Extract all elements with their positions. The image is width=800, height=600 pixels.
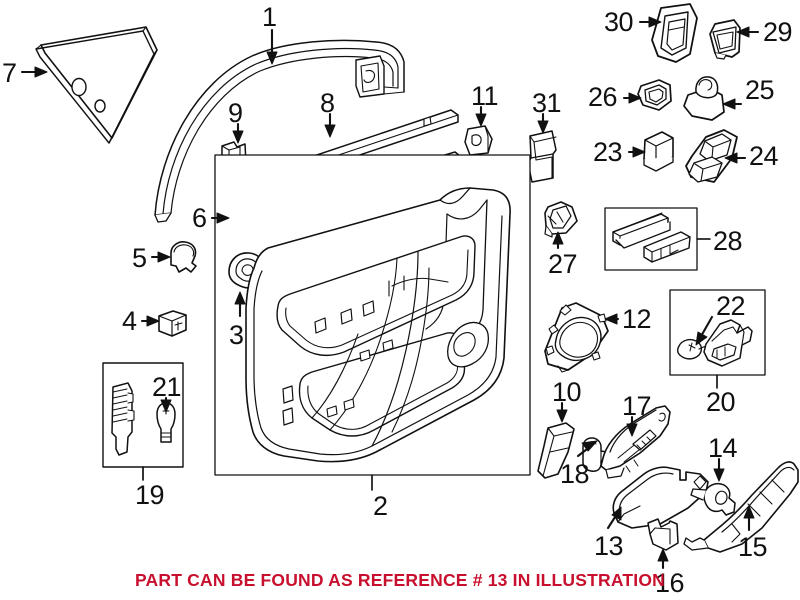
callout-6: 6 bbox=[192, 203, 207, 233]
callout-23: 23 bbox=[593, 137, 623, 167]
part-16-clip-retainer bbox=[647, 518, 679, 551]
callout-11: 11 bbox=[471, 81, 499, 111]
leader-lines bbox=[20, 16, 760, 570]
callout-17: 17 bbox=[622, 391, 652, 421]
part-19-door-control-module bbox=[111, 382, 135, 456]
part-4-push-in-retainer-clip bbox=[158, 310, 187, 337]
callout-4: 4 bbox=[122, 306, 137, 336]
callout-19: 19 bbox=[135, 480, 165, 510]
part-17-release-handle-bezel bbox=[600, 405, 671, 479]
part-30-mirror-switch-bezel bbox=[651, 3, 698, 63]
callout-24: 24 bbox=[749, 141, 779, 171]
callout-9: 9 bbox=[228, 98, 243, 128]
callout-18: 18 bbox=[560, 459, 590, 489]
part-26-switch-seal-gasket bbox=[637, 79, 672, 111]
callout-15: 15 bbox=[738, 532, 768, 562]
part-5-trim-panel-grommet bbox=[170, 241, 197, 273]
part-25-mirror-joystick-switch bbox=[683, 76, 725, 121]
callout-20: 20 bbox=[706, 387, 736, 417]
callout-26: 26 bbox=[588, 82, 618, 112]
callout-1: 1 bbox=[262, 2, 277, 32]
part-29-mirror-adjust-switch bbox=[709, 19, 741, 60]
callout-31: 31 bbox=[532, 88, 562, 118]
part-31-switch-bezel-block bbox=[527, 130, 557, 183]
callout-3: 3 bbox=[229, 320, 244, 350]
part-10-pull-handle-end-cap bbox=[537, 422, 575, 479]
part-11-corner-cover-cap bbox=[464, 125, 493, 156]
callout-21: 21 bbox=[152, 372, 182, 402]
callout-16: 16 bbox=[655, 568, 685, 598]
callout-14: 14 bbox=[708, 433, 738, 463]
callout-12: 12 bbox=[622, 304, 652, 334]
reference-note: PART CAN BE FOUND AS REFERENCE # 13 IN I… bbox=[134, 570, 666, 590]
callout-28: 28 bbox=[713, 226, 743, 256]
part-12-speaker-grille bbox=[544, 302, 609, 373]
callout-27: 27 bbox=[548, 249, 578, 279]
callout-13: 13 bbox=[594, 531, 624, 561]
callout-30: 30 bbox=[604, 7, 634, 37]
part-1-upper-frame-molding bbox=[154, 39, 405, 223]
part-13-armrest-pull-handle bbox=[612, 466, 709, 529]
callout-8: 8 bbox=[320, 88, 335, 118]
callout-7: 7 bbox=[2, 58, 17, 88]
part-15-lower-trim-finish-strip bbox=[683, 461, 799, 553]
callout-5: 5 bbox=[132, 243, 147, 273]
callout-22: 22 bbox=[716, 291, 746, 321]
part-2-door-trim-panel bbox=[245, 187, 511, 463]
part-28-handle-trim-inserts bbox=[612, 212, 691, 263]
callout-10: 10 bbox=[552, 377, 582, 407]
callout-2: 2 bbox=[373, 491, 388, 521]
part-7-triangular-trim bbox=[35, 26, 158, 144]
part-23-single-window-switch bbox=[643, 131, 674, 172]
part-14-trim-panel-screw bbox=[690, 482, 736, 516]
part-27-tweeter-grille bbox=[544, 201, 578, 238]
callout-25: 25 bbox=[745, 75, 775, 105]
part-20-courtesy-lamp-assembly bbox=[703, 319, 753, 367]
callout-29: 29 bbox=[763, 17, 793, 47]
